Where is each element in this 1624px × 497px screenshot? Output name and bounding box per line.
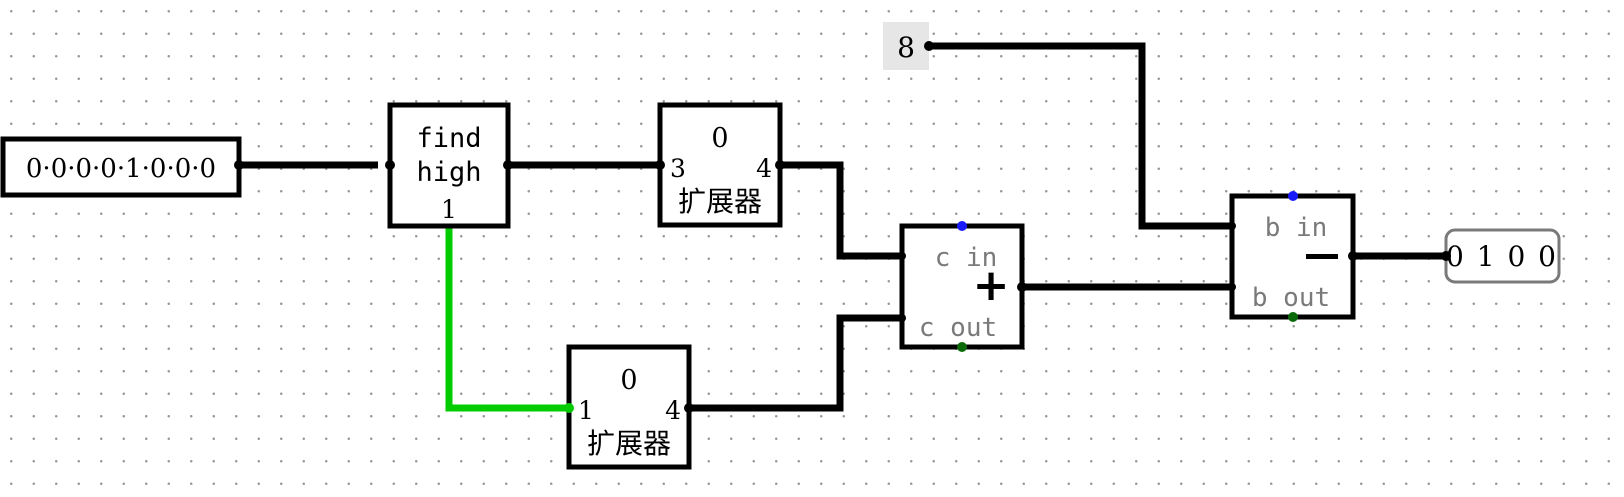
find-high-component[interactable]: find high 1	[385, 102, 513, 229]
extender-top-output-port	[775, 160, 785, 170]
subtractor-borrow-in-port	[1288, 191, 1298, 201]
extender-bottom-input-port	[564, 403, 574, 413]
wire-extender-bottom-to-adder[interactable]	[689, 314, 902, 412]
output-pin-port	[1441, 251, 1451, 261]
adder-carry-out-label: c out	[919, 313, 997, 343]
subtractor-input-a-port	[1228, 222, 1236, 230]
extender-bottom-fill-value: 0	[620, 365, 637, 396]
find-high-label-line1: find	[416, 123, 481, 154]
extender-bottom-in-width: 1	[578, 396, 594, 425]
find-high-label-line2: high	[416, 157, 481, 188]
extender-top-input-port	[655, 160, 665, 170]
constant-value: 8	[897, 31, 915, 64]
adder-carry-in-label: c in	[935, 243, 998, 273]
adder-component[interactable]: c in + c out	[898, 221, 1027, 352]
adder-carry-out-port	[957, 342, 967, 352]
adder-output-port	[1017, 282, 1027, 292]
adder-input-b-port	[898, 314, 906, 322]
find-high-output-port	[503, 160, 513, 170]
find-high-input-port	[385, 160, 395, 170]
extender-bottom-out-width: 4	[665, 396, 681, 425]
subtractor-borrow-out-port	[1288, 312, 1298, 322]
output-pin[interactable]: 0 1 0 0	[1441, 228, 1561, 284]
extender-bottom-output-port	[684, 403, 694, 413]
constant-component[interactable]: 8	[883, 22, 934, 70]
wires	[233, 42, 1446, 412]
subtractor-output-port	[1348, 251, 1358, 261]
wire-constant-to-subtractor[interactable]	[928, 42, 1232, 230]
extender-top-out-width: 4	[756, 154, 772, 183]
extender-top-label: 扩展器	[678, 185, 762, 218]
extender-top-in-width: 3	[670, 154, 686, 183]
subtractor-input-b-port	[1228, 283, 1236, 291]
input-pin-value: 0·0·0·0·1·0·0·0	[26, 154, 216, 184]
subtractor-borrow-in-label: b in	[1265, 213, 1328, 243]
extender-top-fill-value: 0	[711, 123, 728, 154]
adder-symbol: +	[973, 260, 1010, 311]
find-high-output-width: 1	[441, 195, 457, 224]
extender-bottom-label: 扩展器	[587, 427, 671, 460]
output-pin-value: 0 1 0 0	[1446, 240, 1558, 273]
adder-input-a-port	[898, 252, 906, 260]
adder-carry-in-port	[957, 221, 967, 231]
subtractor-symbol-bar	[1306, 254, 1338, 259]
wire-extender-top-to-adder[interactable]	[778, 161, 902, 260]
constant-output-port	[924, 41, 934, 51]
input-pin-port	[234, 160, 244, 170]
extender-bottom-component[interactable]: 0 1 4 扩展器	[564, 344, 694, 470]
extender-top-component[interactable]: 0 3 4 扩展器	[655, 102, 785, 228]
wire-findhigh-to-extender-bottom[interactable]	[445, 223, 572, 412]
subtractor-borrow-out-label: b out	[1252, 283, 1330, 313]
subtractor-component[interactable]: b in − b out	[1228, 191, 1358, 322]
input-pin[interactable]: 0·0·0·0·1·0·0·0	[0, 136, 244, 198]
